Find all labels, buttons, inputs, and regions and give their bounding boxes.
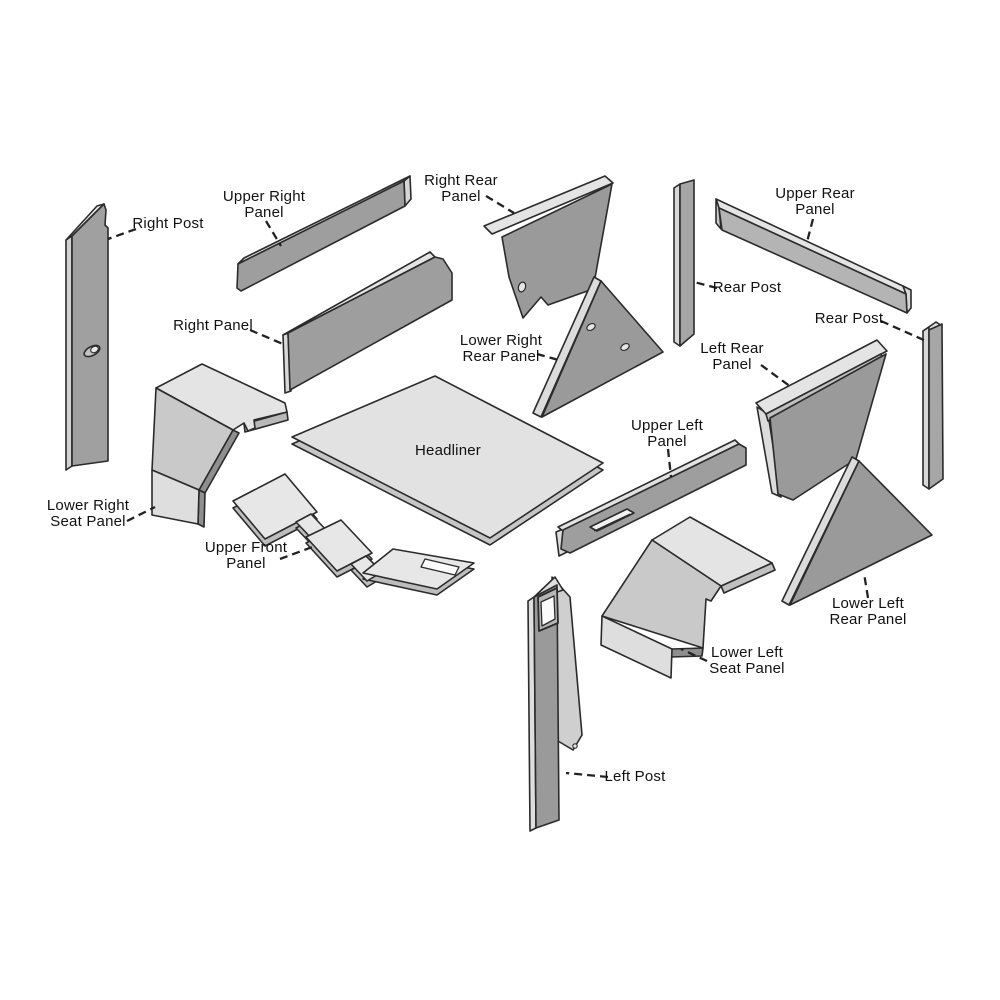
right-panel-shape [282, 251, 453, 394]
label-right-panel: Right Panel [173, 317, 253, 334]
left-rear-panel-shape [755, 339, 888, 501]
lower-right-rear-panel-shape [532, 276, 664, 418]
lower-right-seat-panel-shape [151, 363, 289, 528]
lower-left-seat-panel-shape [600, 516, 776, 679]
label-rear-post-left: Rear Post [712, 279, 782, 296]
lower-left-rear-panel-shape [781, 456, 933, 606]
upper-front-panel-shape [232, 473, 475, 596]
rear-post-left-shape [673, 179, 695, 347]
right-rear-panel-shape [483, 175, 614, 319]
label-headliner: Headliner [414, 442, 482, 459]
label-rear-post-right: Rear Post [814, 310, 884, 327]
leader-lines [107, 195, 927, 779]
headliner-shape [291, 375, 604, 546]
rear-post-right-shape [922, 321, 944, 490]
right-post-shape [65, 203, 109, 471]
upper-rear-panel-shape [715, 198, 912, 314]
label-left-post: Left Post [604, 768, 666, 785]
upper-left-panel-shape [555, 439, 747, 557]
upper-right-panel-shape [236, 175, 412, 292]
label-right-post: Right Post [132, 215, 204, 232]
left-post-shape [527, 576, 583, 832]
